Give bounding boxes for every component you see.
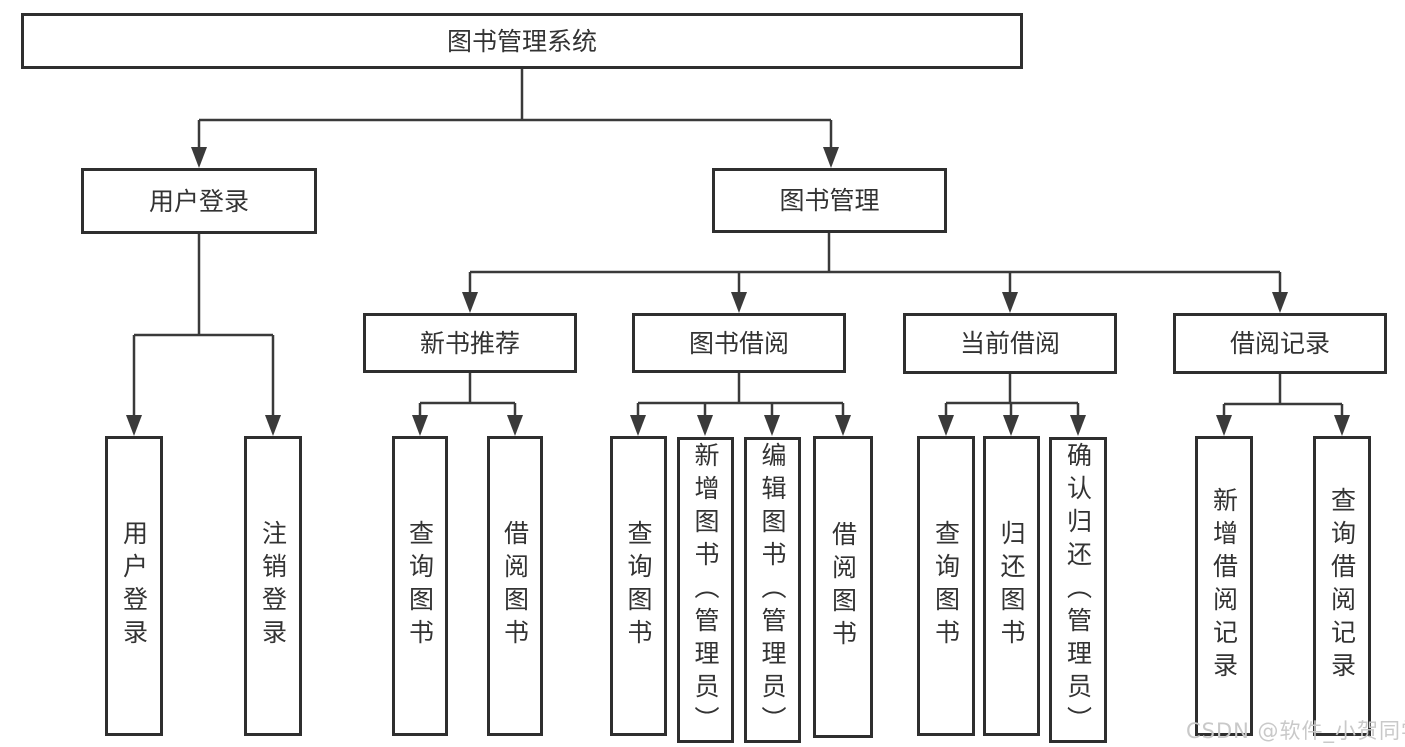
node-new-book-recommend: 新书推荐 bbox=[363, 313, 577, 373]
connector-current-borrow bbox=[944, 374, 1080, 417]
arrowhead bbox=[1002, 292, 1018, 313]
arrowhead bbox=[731, 292, 747, 313]
leaf-borrow-books-newbooks: 借阅图书 bbox=[487, 436, 543, 736]
connector-book-mgmt bbox=[468, 233, 1282, 294]
node-book-management: 图书管理 bbox=[712, 168, 947, 233]
connector-borrow-records bbox=[1222, 374, 1344, 417]
leaf-label: 查询借阅记录 bbox=[1327, 487, 1357, 685]
arrowhead bbox=[1003, 415, 1019, 436]
leaf-label: 注销登录 bbox=[258, 520, 288, 652]
node-label: 图书管理系统 bbox=[446, 26, 597, 56]
leaf-label: 新增图书（管理员） bbox=[691, 441, 720, 739]
leaf-label: 归还图书 bbox=[997, 520, 1026, 652]
leaf-confirm-return-admin: 确认归还（管理员） bbox=[1049, 437, 1107, 743]
leaf-label: 查询图书 bbox=[931, 520, 961, 652]
arrowhead bbox=[1272, 292, 1288, 313]
node-label: 用户登录 bbox=[148, 186, 249, 216]
leaf-label: 借阅图书 bbox=[500, 520, 530, 652]
arrowhead bbox=[126, 415, 142, 436]
node-label: 新书推荐 bbox=[419, 328, 520, 358]
leaf-label: 查询图书 bbox=[624, 520, 653, 652]
node-current-borrowing: 当前借阅 bbox=[903, 313, 1117, 374]
leaf-add-borrow-record: 新增借阅记录 bbox=[1195, 436, 1253, 736]
leaf-edit-books-admin: 编辑图书（管理员） bbox=[744, 437, 801, 743]
node-label: 借阅记录 bbox=[1229, 329, 1330, 358]
leaf-query-books-current: 查询图书 bbox=[917, 436, 975, 736]
leaf-return-books: 归还图书 bbox=[983, 436, 1040, 736]
arrowhead bbox=[462, 292, 478, 313]
arrowhead bbox=[1070, 415, 1086, 436]
leaf-user-login: 用户登录 bbox=[105, 436, 163, 736]
node-system-root: 图书管理系统 bbox=[21, 13, 1023, 69]
leaf-label: 用户登录 bbox=[119, 520, 149, 652]
leaf-label: 确认归还（管理员） bbox=[1063, 441, 1093, 739]
arrowhead bbox=[764, 415, 780, 436]
arrowhead bbox=[191, 147, 207, 168]
arrowhead bbox=[938, 415, 954, 436]
arrowhead bbox=[412, 415, 428, 436]
leaf-label: 新增借阅记录 bbox=[1209, 487, 1239, 685]
leaf-logout: 注销登录 bbox=[244, 436, 302, 736]
leaf-label: 查询图书 bbox=[405, 520, 435, 652]
leaf-label: 编辑图书（管理员） bbox=[758, 441, 787, 739]
node-label: 图书借阅 bbox=[688, 328, 789, 358]
csdn-watermark: CSDN @软件_小贺同学 bbox=[1186, 719, 1405, 743]
node-book-borrowing: 图书借阅 bbox=[632, 313, 846, 373]
leaf-label: 借阅图书 bbox=[828, 521, 858, 653]
arrowhead bbox=[507, 415, 523, 436]
arrowhead bbox=[630, 415, 646, 436]
arrowhead bbox=[823, 147, 839, 168]
node-user-login: 用户登录 bbox=[81, 168, 317, 234]
leaf-query-borrow-record: 查询借阅记录 bbox=[1313, 436, 1371, 736]
connector-new-books bbox=[418, 373, 517, 417]
leaf-add-books-admin: 新增图书（管理员） bbox=[677, 437, 734, 743]
connector-root bbox=[197, 69, 833, 150]
leaf-borrow-books-borrowing: 借阅图书 bbox=[813, 436, 873, 738]
node-label: 当前借阅 bbox=[959, 329, 1060, 358]
node-borrowing-records: 借阅记录 bbox=[1173, 313, 1387, 374]
arrowhead bbox=[1216, 415, 1232, 436]
arrowhead bbox=[697, 415, 713, 436]
leaf-query-books-newbooks: 查询图书 bbox=[392, 436, 448, 736]
arrowheads bbox=[126, 147, 1350, 436]
connector-book-borrow bbox=[636, 373, 845, 417]
connector-user-login bbox=[132, 234, 275, 417]
leaf-query-books-borrowing: 查询图书 bbox=[610, 436, 667, 736]
arrowhead bbox=[835, 415, 851, 436]
arrowhead bbox=[1334, 415, 1350, 436]
node-label: 图书管理 bbox=[779, 186, 880, 215]
arrowhead bbox=[265, 415, 281, 436]
